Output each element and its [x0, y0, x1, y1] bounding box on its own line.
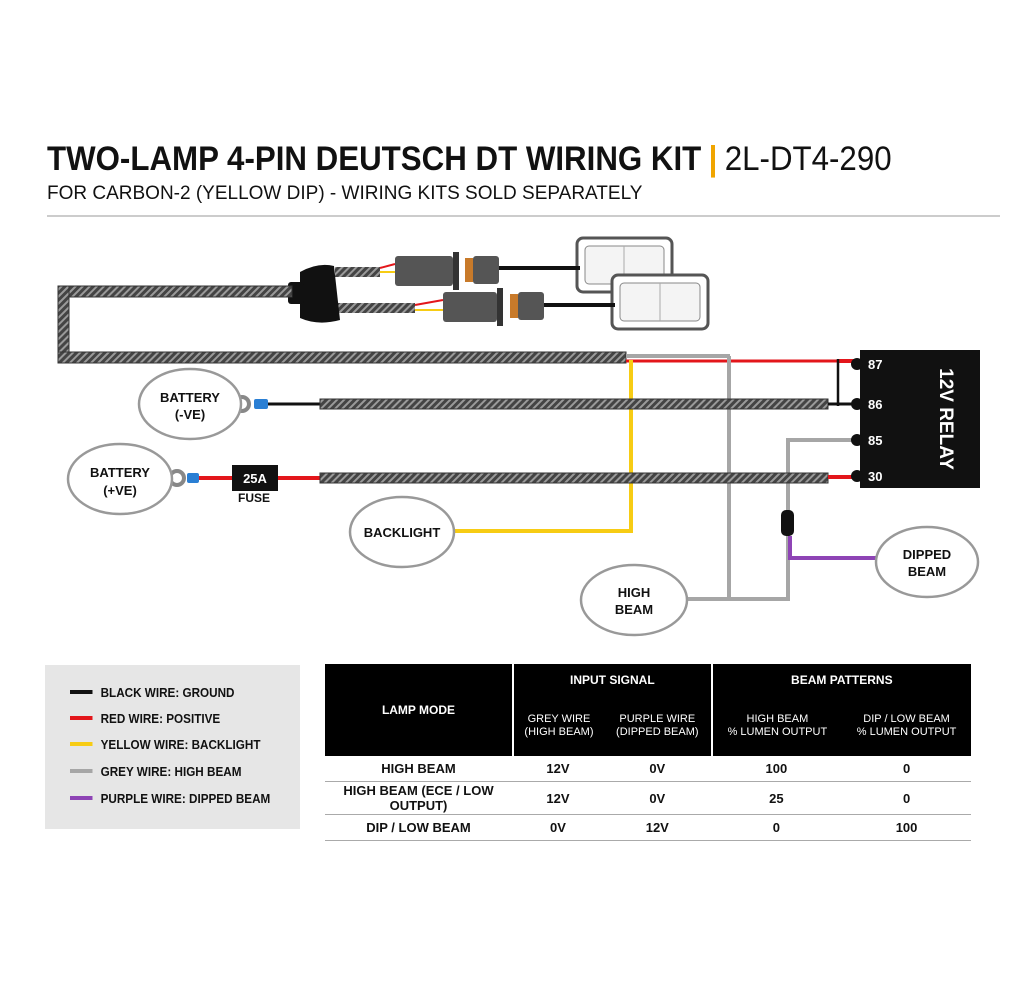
harness-branch-1	[335, 267, 380, 277]
battery-neg-callout: BATTERY (-VE)	[137, 367, 243, 441]
backlight-callout: BACKLIGHT	[348, 495, 456, 569]
cell: 0	[842, 782, 971, 815]
legend-swatch	[70, 769, 93, 773]
legend-label: GREY WIRE: HIGH BEAM	[100, 763, 242, 779]
legend-item: YELLOW WIRE: BACKLIGHT	[70, 734, 260, 754]
relay-pin-30: 30	[868, 469, 882, 484]
header-input-signal: INPUT SIGNAL	[512, 664, 711, 696]
header-beam-patterns: BEAM PATTERNS	[710, 664, 971, 696]
svg-text:(-VE): (-VE)	[175, 407, 205, 422]
header-purple-wire: PURPLE WIRE(DIPPED BEAM)	[603, 696, 711, 756]
legend-item: PURPLE WIRE: DIPPED BEAM	[70, 788, 270, 808]
header-dip-beam-output: DIP / LOW BEAM% LUMEN OUTPUT	[842, 696, 971, 756]
legend-swatch	[70, 742, 93, 746]
fuse-rating: 25A	[243, 471, 267, 486]
cell: 25	[710, 782, 843, 815]
cell: HIGH BEAM (ECE / LOW OUTPUT)	[325, 782, 512, 815]
cell: 100	[710, 756, 843, 782]
svg-text:BATTERY: BATTERY	[90, 465, 150, 480]
page-title: TWO-LAMP 4-PIN DEUTSCH DT WIRING KIT|2L-…	[47, 139, 892, 178]
high-beam-callout: HIGH BEAM	[579, 563, 689, 637]
header-lamp-mode: LAMP MODE	[325, 664, 512, 756]
relay: 87 86 85 30 12V RELAY	[851, 350, 980, 488]
legend-swatch	[70, 690, 93, 694]
cell: 0V	[603, 782, 711, 815]
dipped-beam-callout: DIPPED BEAM	[874, 525, 980, 599]
main-harness-bottom	[57, 351, 627, 364]
legend-label: PURPLE WIRE: DIPPED BEAM	[100, 790, 271, 806]
legend-label: YELLOW WIRE: BACKLIGHT	[100, 736, 261, 752]
header-grey-wire: GREY WIRE(HIGH BEAM)	[512, 696, 604, 756]
legend-item: GREY WIRE: HIGH BEAM	[70, 761, 241, 781]
svg-text:BATTERY: BATTERY	[160, 390, 220, 405]
harness-splitter	[300, 264, 340, 323]
legend-label: RED WIRE: POSITIVE	[100, 710, 221, 726]
cell: 100	[842, 815, 971, 841]
main-harness-top	[57, 285, 293, 298]
cell: 12V	[512, 756, 604, 782]
crimp-neg	[254, 399, 268, 409]
svg-text:DIPPED: DIPPED	[903, 547, 951, 562]
cell: 0V	[603, 756, 711, 782]
wire-color-legend: BLACK WIRE: GROUND RED WIRE: POSITIVE YE…	[45, 665, 300, 829]
positive-sheath	[319, 472, 829, 484]
page-subtitle: FOR CARBON-2 (YELLOW DIP) - WIRING KITS …	[47, 183, 643, 204]
cell: 0	[710, 815, 843, 841]
fuse-label: FUSE	[238, 491, 270, 505]
legend-swatch	[70, 716, 93, 720]
svg-text:BEAM: BEAM	[908, 564, 946, 579]
yellow-backlight-wire	[455, 360, 633, 533]
svg-text:(+VE): (+VE)	[103, 483, 137, 498]
cell: DIP / LOW BEAM	[325, 815, 512, 841]
lamp-2	[610, 273, 710, 331]
cell: 0	[842, 756, 971, 782]
svg-text:HIGH: HIGH	[618, 585, 651, 600]
inline-connector	[781, 510, 794, 536]
lamp-mode-table: LAMP MODE INPUT SIGNAL BEAM PATTERNS GRE…	[325, 664, 971, 841]
relay-pin-85: 85	[868, 433, 882, 448]
crimp-pos	[187, 473, 199, 483]
deutsch-connector-2	[414, 288, 544, 326]
header-high-beam-output: HIGH BEAM% LUMEN OUTPUT	[710, 696, 843, 756]
cell: HIGH BEAM	[325, 756, 512, 782]
cell: 12V	[603, 815, 711, 841]
legend-swatch	[70, 796, 93, 800]
relay-label: 12V RELAY	[935, 368, 956, 470]
relay-pin-86: 86	[868, 397, 882, 412]
main-harness-vertical	[57, 285, 70, 364]
battery-pos-callout: BATTERY (+VE)	[66, 442, 174, 516]
purple-dipped-wire	[788, 536, 878, 560]
fuse: 25A	[232, 465, 278, 491]
deutsch-connector-1	[379, 252, 499, 290]
cell: 12V	[512, 782, 604, 815]
legend-item: RED WIRE: POSITIVE	[70, 708, 220, 728]
legend-label: BLACK WIRE: GROUND	[100, 684, 235, 700]
svg-text:BACKLIGHT: BACKLIGHT	[364, 525, 441, 540]
cell: 0V	[512, 815, 604, 841]
ground-sheath	[319, 398, 829, 410]
svg-text:BEAM: BEAM	[615, 602, 653, 617]
legend-item: BLACK WIRE: GROUND	[70, 682, 234, 702]
relay-pin-87: 87	[868, 357, 882, 372]
harness-branch-2	[335, 303, 415, 313]
